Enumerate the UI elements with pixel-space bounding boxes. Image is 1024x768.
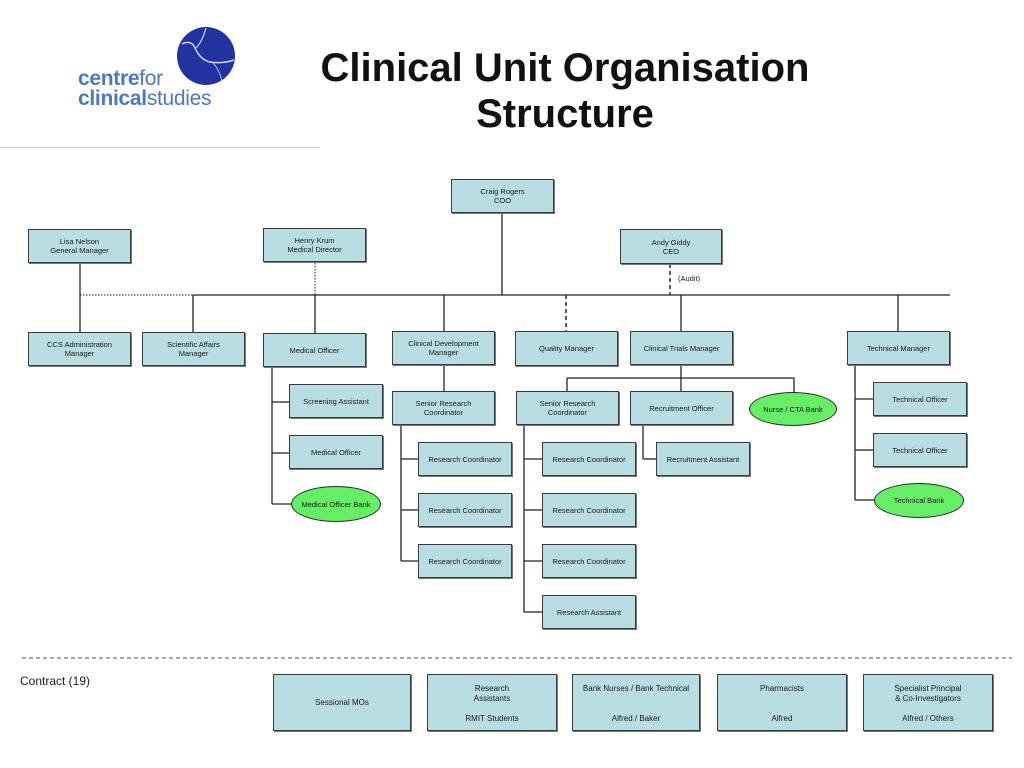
globe-icon — [177, 27, 235, 85]
node-research-coordinator-1c: Research Coordinator — [418, 544, 512, 578]
logo-text-line2: clinicalstudies — [78, 87, 212, 110]
node-technical-officer-2: Technical Officer — [873, 433, 967, 467]
contract-box-title: Bank Nurses / Bank Technical — [582, 684, 690, 693]
contract-box-location: Alfred / Baker — [611, 714, 661, 723]
contract-box-sessional-mos: Sessional MOs — [273, 674, 411, 731]
centre-for-clinical-studies-logo: centrefor clinicalstudies — [74, 24, 244, 114]
node-research-coordinator-1b: Research Coordinator — [418, 493, 512, 527]
title-line1: Clinical Unit Organisation — [320, 46, 810, 90]
node-research-coordinator-2b: Research Coordinator — [542, 493, 636, 527]
node-senior-research-coordinator-1: Senior Research Coordinator — [392, 391, 495, 425]
node-clinical-development-manager: Clinical Development Manager — [392, 331, 495, 365]
node-medical-director: Henry Krum Medical Director — [263, 228, 366, 262]
node-technical-manager: Technical Manager — [847, 331, 950, 365]
contract-label: Contract (19) — [20, 674, 91, 688]
contract-box-location: Alfred — [771, 714, 793, 723]
node-ceo: Andy Giddy CEO — [620, 229, 722, 264]
node-clinical-trials-manager: Clinical Trials Manager — [630, 331, 733, 365]
node-technical-officer-1: Technical Officer — [873, 382, 967, 416]
node-coo: Craig Rogers COO — [451, 179, 554, 213]
node-medical-officer-2: Medical Officer — [289, 435, 383, 469]
contract-box-location: Alfred / Others — [902, 714, 954, 723]
node-research-coordinator-2a: Research Coordinator — [542, 442, 636, 476]
node-recruitment-assistant: Recruitment Assistant — [656, 442, 750, 476]
node-technical-bank: Technical Bank — [874, 483, 964, 518]
page-title: Clinical Unit Organisation Structure — [250, 45, 880, 137]
node-recruitment-officer: Recruitment Officer — [630, 391, 733, 425]
logo-text-line1: centrefor — [78, 67, 163, 90]
contract-box-specialists: Specialist Principal & Co-Investigators … — [863, 674, 993, 731]
contract-box-title: Specialist Principal & Co-Investigators — [894, 684, 962, 703]
contract-box-location: RMIT Students — [465, 714, 519, 723]
node-quality-manager: Quality Manager — [515, 331, 618, 366]
node-screening-assistant: Screening Assistant — [289, 384, 383, 418]
node-nurse-cta-bank: Nurse / CTA Bank — [749, 392, 837, 426]
node-medical-officer: Medical Officer — [263, 333, 366, 367]
contract-box-pharmacists: Pharmacists Alfred — [717, 674, 847, 731]
node-scientific-affairs-manager: Scientific Affairs Manager — [142, 332, 245, 366]
header-divider — [0, 147, 320, 148]
node-research-assistant: Research Assistant — [542, 595, 636, 629]
node-general-manager: Lisa Nelson General Manager — [28, 229, 131, 263]
node-research-coordinator-1a: Research Coordinator — [418, 442, 512, 476]
contract-box-title: Sessional MOs — [315, 697, 369, 707]
contract-box-title: Research Assistants — [473, 684, 511, 703]
contract-box-title: Pharmacists — [759, 684, 804, 693]
node-ccs-admin-manager: CCS Administration Manager — [28, 332, 131, 366]
node-senior-research-coordinator-2: Senior Research Coordinator — [516, 391, 619, 425]
contract-box-bank-nurses: Bank Nurses / Bank Technical Alfred / Ba… — [572, 674, 700, 731]
audit-label: (Audit) — [678, 274, 701, 283]
contract-box-research-assistants: Research Assistants RMIT Students — [427, 674, 557, 731]
node-medical-officer-bank: Medical Officer Bank — [291, 486, 381, 522]
node-research-coordinator-2c: Research Coordinator — [542, 544, 636, 578]
title-line2: Structure — [476, 92, 654, 136]
